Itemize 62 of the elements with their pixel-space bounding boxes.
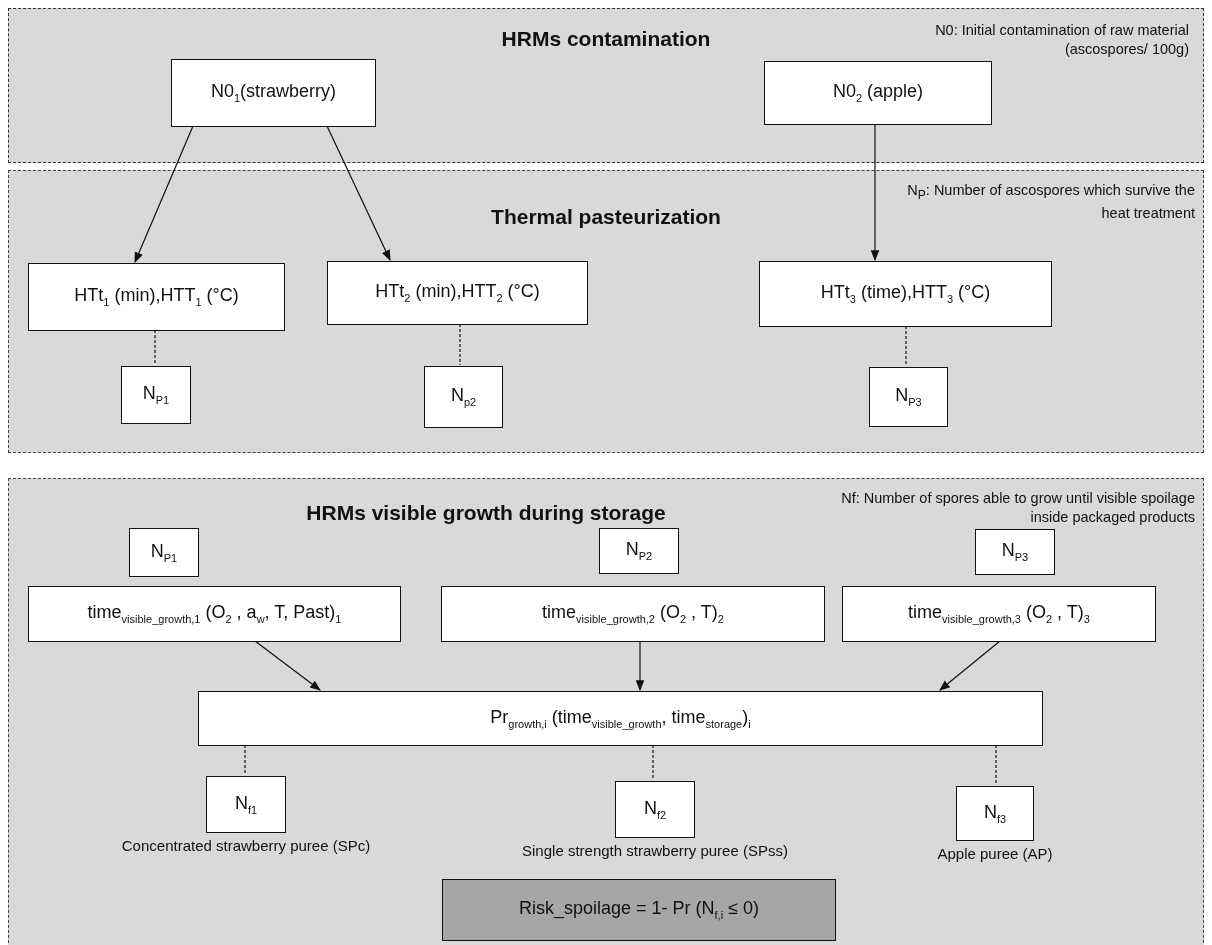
connector-line (244, 744, 246, 776)
process-box (198, 691, 1043, 746)
process-box (956, 786, 1034, 841)
arrow (254, 640, 321, 691)
panel-heading: Thermal pasteurization (491, 205, 721, 229)
connector-line (154, 329, 156, 366)
process-box (441, 586, 825, 642)
node-label: HTt$_{2}$ (min),HTT$_{2}$ (°C) (375, 281, 540, 305)
arrow (870, 123, 880, 262)
panel-heading: HRMs contamination (501, 27, 711, 51)
node-label: N$_{P1}$ (142, 383, 170, 407)
process-box (764, 61, 992, 125)
process-box (171, 59, 376, 127)
node-label: Risk_spoilage = 1- Pr (N$_{f,i}$ ≤ 0) (519, 898, 759, 922)
node-label: N0$_{1}$(strawberry) (210, 81, 337, 105)
node-caption: Apple puree (AP) (937, 845, 1053, 862)
node-label: N$_{P1}$ (150, 540, 178, 565)
stage-panel (8, 478, 1204, 945)
connector-line (995, 744, 997, 786)
node-label: time$_{visible_growth,1}$ (O$_{2}$ , a$_{w}$, T, Past)$_{1}$ (87, 602, 342, 626)
node-label: N$_{p2}$ (450, 385, 477, 409)
process-box (424, 366, 503, 428)
connector-line (652, 744, 654, 781)
process-box (975, 529, 1055, 575)
process-box (206, 776, 286, 833)
arrow (326, 125, 391, 261)
node-caption: Concentrated strawberry puree (SPc) (121, 837, 371, 854)
process-box (615, 781, 695, 838)
process-box (842, 586, 1156, 642)
node-label: N$_{P3}$ (1001, 540, 1029, 564)
process-box (28, 586, 401, 642)
panel-note: N0: Initial contamination of raw material (ascospores/ 100g) (934, 21, 1189, 59)
connector-line (905, 325, 907, 367)
process-box (869, 367, 948, 427)
node-label: HTt$_{1}$ (min),HTT$_{1}$ (°C) (74, 285, 239, 309)
node-label: time$_{visible_growth,2}$ (O$_{2}$ , T)$_{2}$ (542, 602, 724, 626)
node-label: time$_{visible_growth,3}$ (O$_{2}$ , T)$_{3}$ (908, 602, 1090, 626)
process-box (28, 263, 285, 331)
node-caption: Single strength strawberry puree (SPss) (522, 842, 788, 859)
connector-line (459, 323, 461, 366)
process-box (327, 261, 588, 325)
process-box (599, 528, 679, 574)
arrow (635, 640, 645, 692)
arrow (939, 640, 1001, 691)
node-label: Pr$_{growth,i}$ (time$_{visible_growth}$, time$_{storage}$)$_{i}$ (490, 706, 751, 731)
panel-note: Nf: Number of spores able to grow until visible spoilage inside packaged products (840, 489, 1195, 527)
arrow (134, 125, 194, 263)
node-label: N$_{f3}$ (983, 801, 1007, 826)
node-label: N$_{P3}$ (895, 385, 922, 409)
panel-note: N$_{P}$: Number of ascospores which survive the heat treatment (906, 181, 1195, 223)
node-label: HTt$_{3}$ (time),HTT$_{3}$ (°C) (820, 282, 991, 306)
node-label: N0$_{2}$ (apple) (832, 81, 924, 105)
stage-panel (8, 8, 1204, 163)
result-box (442, 879, 836, 941)
panel-heading: HRMs visible growth during storage (306, 501, 666, 525)
node-label: N$_{f1}$ (234, 792, 258, 817)
node-label: N$_{P2}$ (625, 539, 653, 563)
process-box (759, 261, 1052, 327)
node-label: N$_{f2}$ (643, 797, 667, 822)
stage-panel (8, 170, 1204, 453)
process-box (121, 366, 191, 424)
process-box (129, 528, 199, 577)
